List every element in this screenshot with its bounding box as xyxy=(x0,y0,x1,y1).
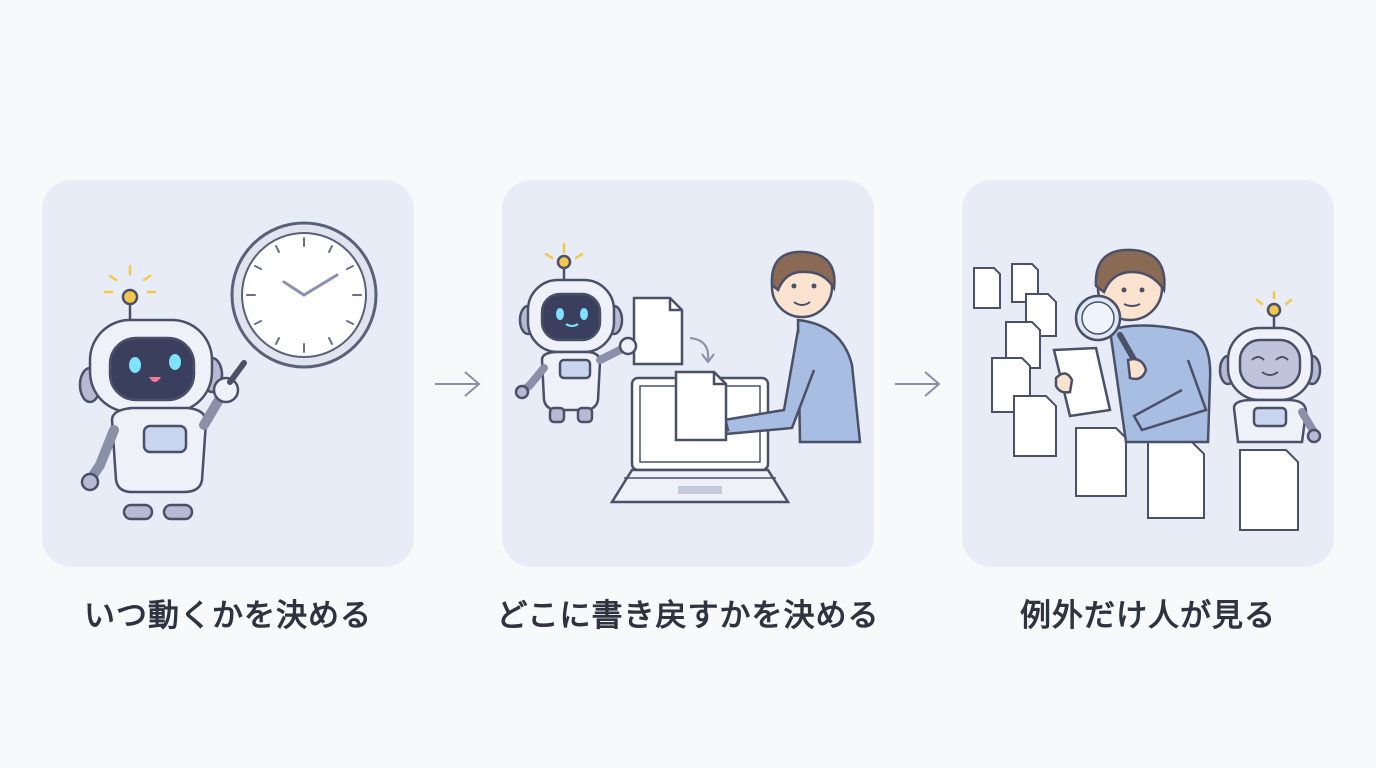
robot-icon xyxy=(78,264,247,521)
person-magnifier-illustration xyxy=(973,248,1322,531)
person-icon xyxy=(708,250,862,444)
curved-arrow-icon xyxy=(689,337,710,361)
robot-icon xyxy=(1218,290,1322,444)
robot-icon xyxy=(514,242,638,424)
robot-clock-illustration xyxy=(78,221,378,521)
step-3-caption: 例外だけ人が見る xyxy=(1020,598,1276,634)
step-2-caption: どこに書き戻すかを決める xyxy=(496,598,880,634)
robot-laptop-illustration xyxy=(514,242,862,504)
step-2-panel xyxy=(502,180,874,567)
step-1-panel xyxy=(42,180,414,567)
person-icon xyxy=(1052,248,1212,444)
step-3-panel xyxy=(962,180,1334,567)
arrow-right-icon xyxy=(435,371,481,397)
clock-icon xyxy=(230,221,378,369)
document-stack xyxy=(973,263,1299,531)
step-1-caption: いつ動くかを決める xyxy=(84,598,372,634)
arrow-right-icon xyxy=(895,371,941,397)
document-icon xyxy=(632,296,728,442)
